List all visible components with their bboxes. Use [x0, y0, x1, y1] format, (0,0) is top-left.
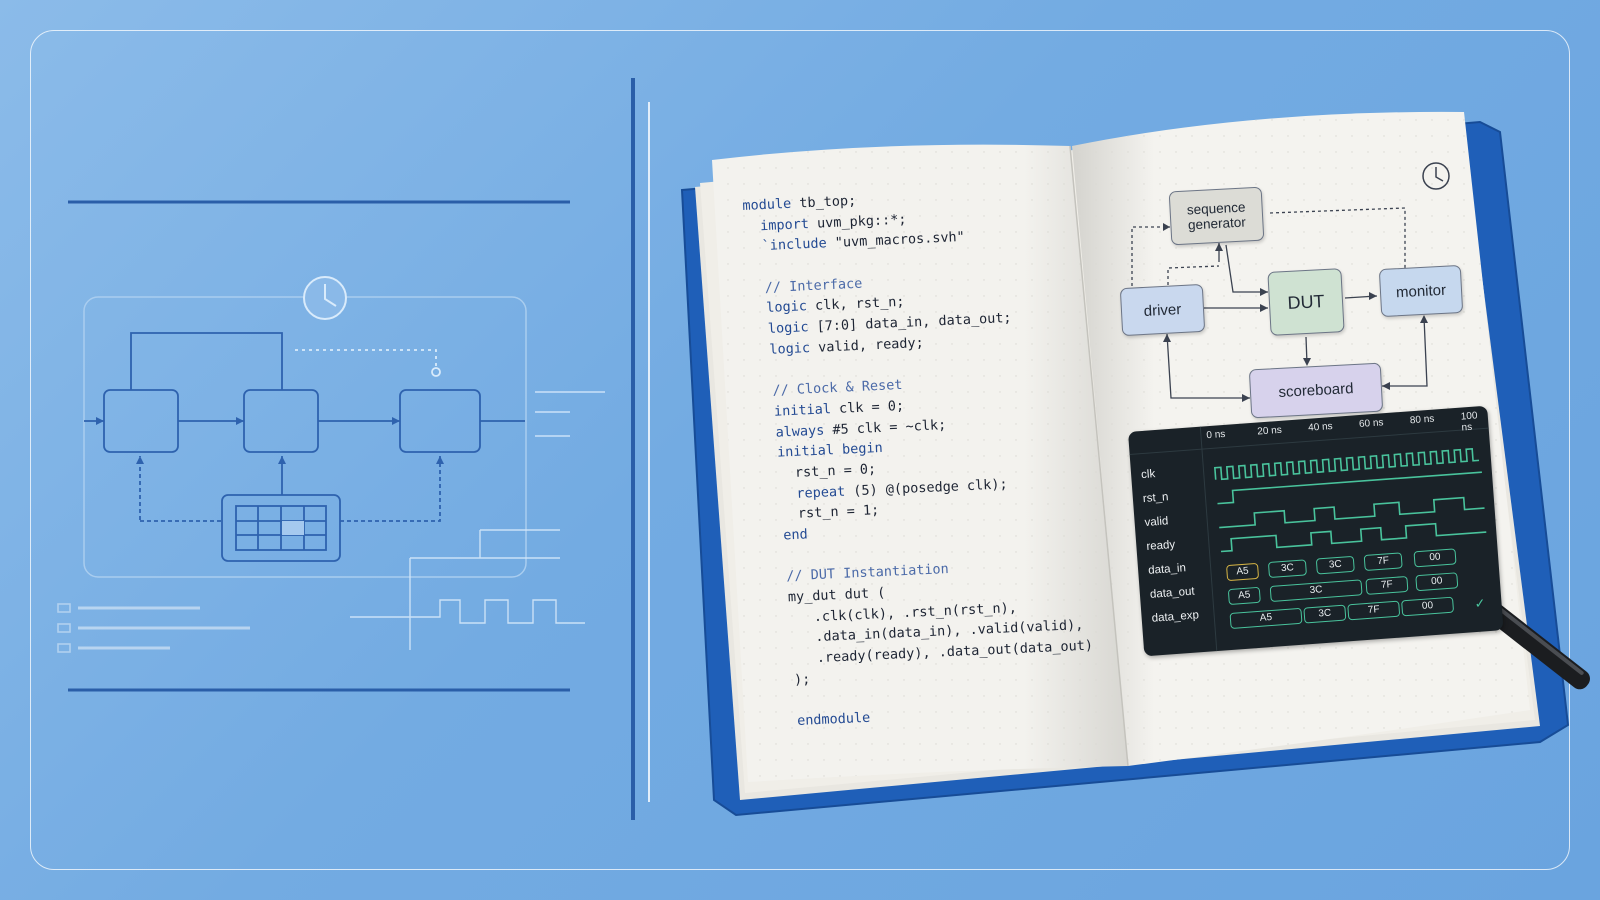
blueprint-illustration	[57, 200, 605, 692]
rst-n-trace	[1217, 471, 1482, 505]
valid-trace	[1219, 496, 1485, 529]
dut-label: DUT	[1286, 290, 1325, 313]
driver-block: driver	[1119, 283, 1206, 337]
code-keyword: logic	[769, 339, 811, 358]
monitor-block: monitor	[1378, 264, 1464, 318]
bus-value: 00	[1415, 572, 1459, 592]
code-keyword: initial	[773, 401, 832, 420]
bus-value: 3C	[1267, 559, 1307, 579]
bus-value: A5	[1227, 586, 1261, 606]
check-icon: ✓	[1474, 596, 1486, 613]
code-keyword: initial begin	[776, 440, 884, 461]
bus-value: 3C	[1315, 555, 1355, 575]
monitor-label: monitor	[1395, 281, 1447, 301]
dut-block: DUT	[1267, 268, 1345, 336]
code-keyword: logic	[766, 298, 808, 317]
divider-line-dark	[631, 78, 635, 820]
clock-icon	[1422, 162, 1450, 190]
code-keyword: import	[759, 215, 810, 234]
frame-border	[30, 30, 1570, 870]
code-keyword: module	[742, 195, 792, 214]
driver-label: driver	[1143, 300, 1182, 320]
scoreboard-label: scoreboard	[1278, 380, 1354, 401]
divider-line-light	[648, 102, 650, 802]
sequence-generator-label: sequence generator	[1186, 199, 1247, 233]
code-keyword: repeat	[796, 483, 846, 502]
bus-value: 7F	[1365, 575, 1409, 595]
code-keyword: end	[782, 526, 809, 544]
bus-value: A5	[1226, 562, 1260, 582]
code-listing: module tb_top; import uvm_pkg::*; `inclu…	[742, 179, 1146, 734]
code-keyword: logic	[767, 319, 809, 338]
bus-value: 3C	[1303, 604, 1347, 624]
sequence-generator-block: sequence generator	[1168, 186, 1265, 246]
code-keyword: `include	[761, 235, 828, 255]
ready-trace	[1220, 522, 1487, 553]
code-keyword: always	[775, 422, 825, 441]
waveform-traces	[1213, 447, 1487, 553]
clk-trace	[1213, 447, 1480, 481]
bus-value: 7F	[1363, 552, 1403, 572]
scoreboard-block: scoreboard	[1248, 362, 1384, 419]
code-keyword: endmodule	[796, 709, 871, 730]
bus-value: 00	[1413, 548, 1457, 568]
